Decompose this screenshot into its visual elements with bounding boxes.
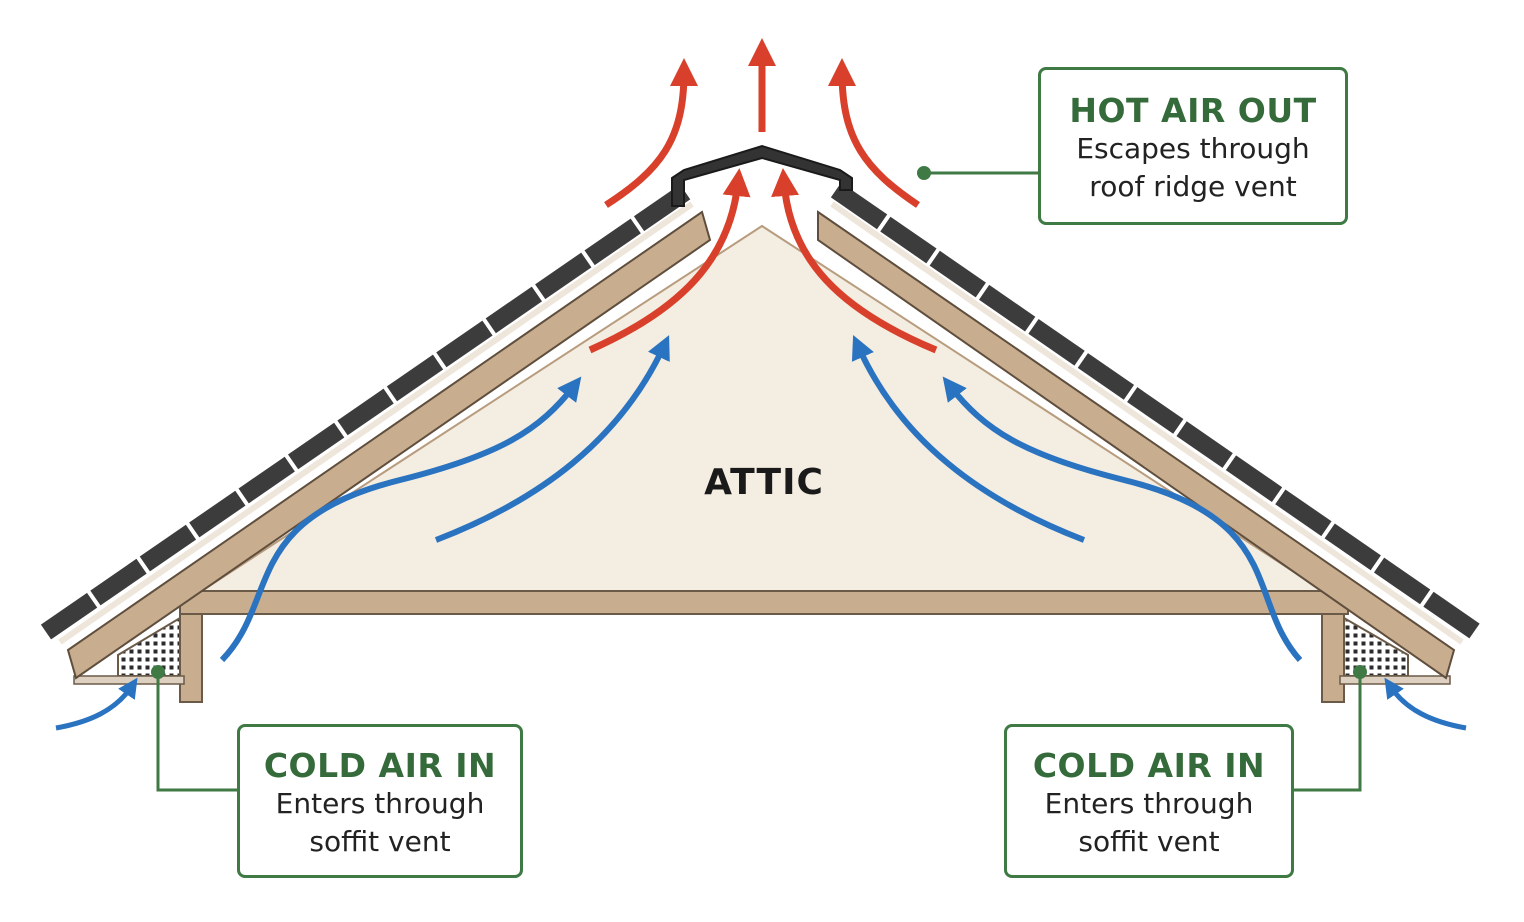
- ridge-vent: [671, 144, 853, 207]
- callout-text: soffit vent: [309, 825, 451, 858]
- cold-air-left-leader-dot: [151, 665, 165, 679]
- cold-air-arrow: [851, 335, 1086, 543]
- cold-air-right-leader: [1294, 672, 1362, 792]
- cold-air-right-leader-dot: [1353, 665, 1367, 679]
- callout-text: Enters through: [275, 787, 485, 820]
- hot-air-arrow: [604, 58, 698, 208]
- callout-title: HOT AIR OUT: [1069, 91, 1317, 130]
- ceiling-joist: [179, 590, 1349, 615]
- attic-label: ATTIC: [704, 462, 824, 503]
- hot-air-leader-dot: [917, 166, 931, 180]
- cold-air-in-right-callout: COLD AIR IN Enters through soffit vent: [1004, 724, 1294, 878]
- left-rafter: [66, 210, 712, 680]
- callout-title: COLD AIR IN: [1032, 746, 1266, 785]
- left-sheathing: [58, 201, 694, 645]
- hot-air-arrow: [771, 168, 938, 354]
- left-wall-stud: [179, 613, 203, 703]
- callout-text: soffit vent: [1078, 825, 1220, 858]
- cold-air-arrow: [1384, 677, 1467, 731]
- cold-air-arrow: [434, 335, 670, 543]
- hot-air-out-callout: HOT AIR OUT Escapes through roof ridge v…: [1038, 67, 1348, 225]
- cold-air-arrow: [55, 677, 138, 731]
- cold-air-in-left-callout: COLD AIR IN Enters through soffit vent: [237, 724, 523, 878]
- hot-air-arrow: [828, 58, 920, 208]
- cold-air-arrow: [942, 376, 1303, 663]
- hot-air-arrow: [588, 168, 751, 354]
- cold-air-arrow: [219, 376, 582, 663]
- callout-text: Enters through: [1044, 787, 1254, 820]
- callout-title: COLD AIR IN: [263, 746, 497, 785]
- right-shingles: [830, 182, 1482, 640]
- callout-text: Escapes through: [1076, 132, 1310, 165]
- callout-text: roof ridge vent: [1089, 170, 1297, 203]
- right-rafter: [817, 210, 1456, 680]
- left-soffit-board: [73, 675, 185, 685]
- left-shingles: [40, 182, 694, 640]
- right-wall-stud: [1321, 613, 1345, 703]
- cold-air-left-leader: [156, 672, 237, 792]
- right-sheathing: [830, 201, 1464, 645]
